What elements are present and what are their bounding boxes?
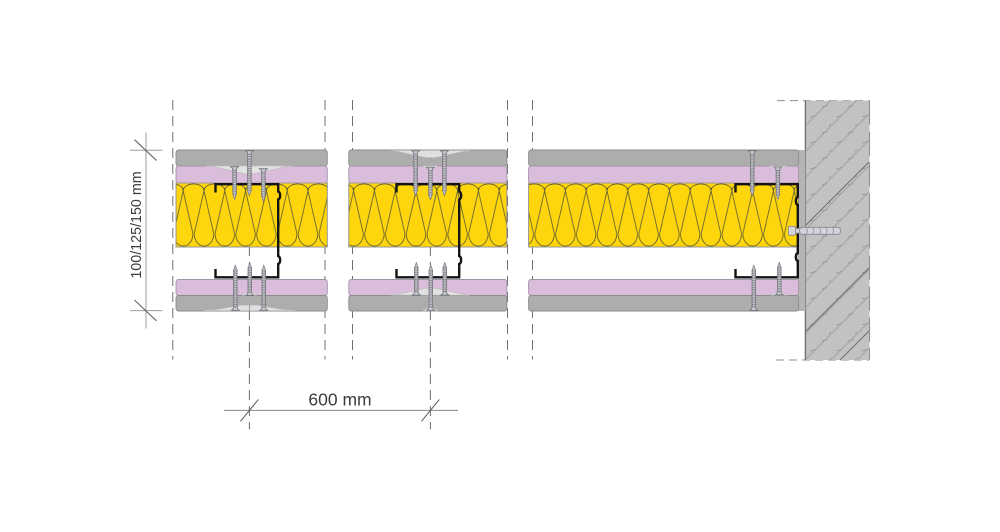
- svg-text:600 mm: 600 mm: [308, 390, 371, 410]
- svg-text:100/125/150 mm: 100/125/150 mm: [129, 171, 145, 278]
